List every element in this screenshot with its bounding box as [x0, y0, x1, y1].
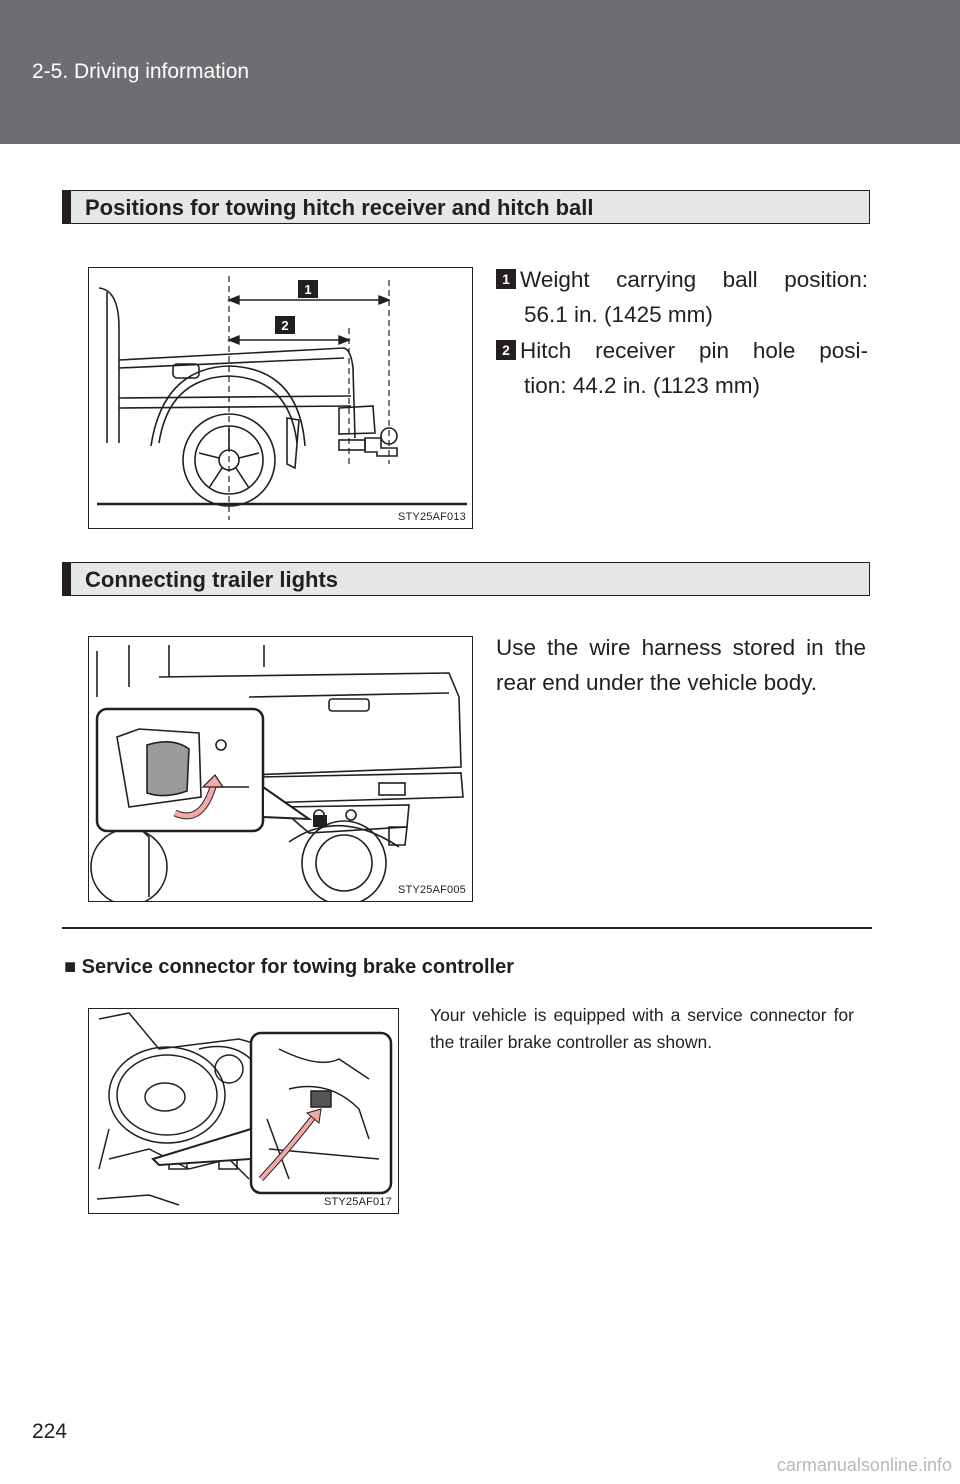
truck-rear-illustration	[90, 645, 464, 901]
item-word: hole	[752, 338, 796, 363]
trailer-lights-text: Use the wire harness stored in the rear …	[496, 635, 866, 695]
page-header: 2-5. Driving information	[0, 0, 960, 144]
figure-dashboard-connector: STY25AF017	[88, 1008, 399, 1214]
item-word: pin	[698, 338, 729, 363]
page-number: 224	[32, 1420, 68, 1443]
item-word: ball	[722, 267, 758, 292]
section-heading-hitch-positions: Positions for towing hitch receiver and …	[62, 190, 870, 224]
number-1-icon: 1	[496, 269, 516, 289]
dashboard-illustration	[96, 1012, 393, 1206]
svg-text:2: 2	[281, 318, 288, 333]
figure-code: STY25AF013	[397, 511, 466, 523]
bullet-square-icon: ■	[64, 956, 77, 978]
callout-1-icon: 1	[298, 280, 318, 298]
heading-marker	[63, 563, 71, 595]
heading-marker	[63, 191, 71, 223]
item-word: carrying	[616, 267, 697, 292]
figure-truck-rear-lights: STY25AF005	[88, 636, 473, 902]
figure-code: STY25AF017	[323, 1196, 392, 1208]
section-heading-trailer-lights: Connecting trailer lights	[62, 562, 870, 596]
section-title: Positions for towing hitch receiver and …	[85, 195, 594, 220]
truck-side-illustration: 1 2	[97, 276, 467, 520]
item-word: posi-	[819, 338, 868, 363]
item-word: receiver	[595, 338, 676, 363]
number-2-icon: 2	[496, 340, 516, 360]
callout-2-icon: 2	[275, 316, 295, 334]
svg-text:1: 1	[304, 282, 311, 297]
item-line: tion: 44.2 in. (1123 mm)	[524, 373, 760, 398]
watermark: carmanualsonline.info	[776, 1455, 952, 1475]
figure-truck-side-hitch: 1 2 STY25AF013	[88, 267, 473, 529]
section-title: Connecting trailer lights	[85, 567, 339, 592]
item-line: 56.1 in. (1425 mm)	[524, 302, 713, 327]
section-divider	[62, 927, 872, 929]
brake-controller-text: Your vehicle is equipped with a service …	[430, 1005, 854, 1052]
header-section-title: 2-5. Driving information	[32, 60, 250, 83]
sub-heading-title: Service connector for towing brake contr…	[81, 956, 514, 978]
item-word: position:	[784, 267, 868, 292]
sub-heading-brake-controller: ■ Service connector for towing brake con…	[64, 956, 514, 979]
figure-code: STY25AF005	[397, 884, 466, 896]
